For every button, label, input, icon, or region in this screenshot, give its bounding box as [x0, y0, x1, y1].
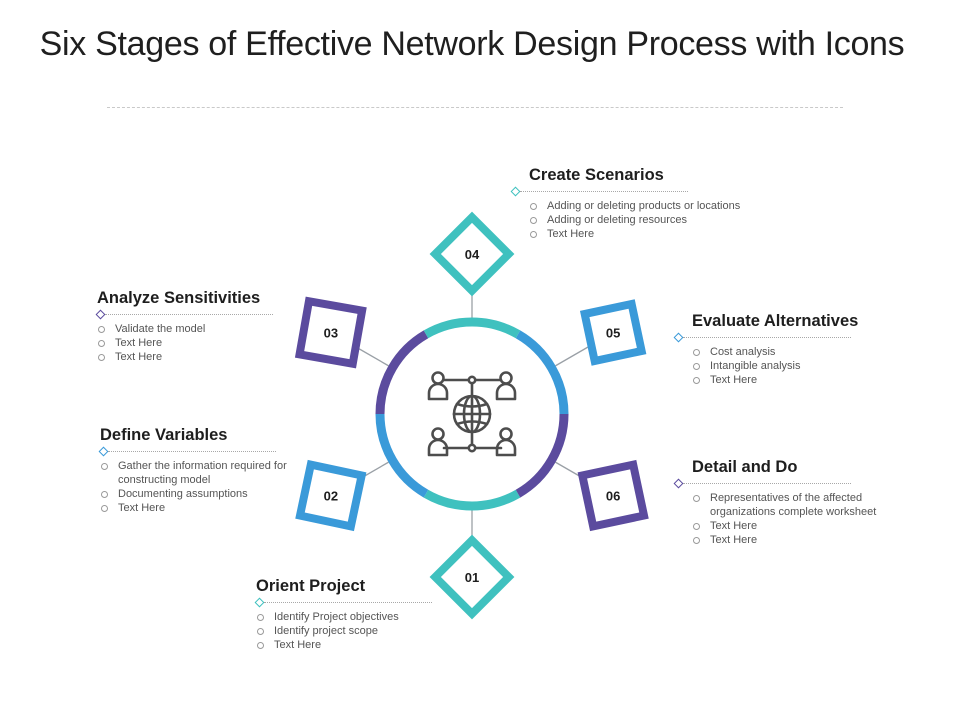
tile-frame	[429, 534, 515, 620]
stage-title: Create Scenarios	[529, 166, 664, 184]
bullet-item: Text Here	[692, 533, 915, 547]
bullet-item: Intangible analysis	[692, 359, 960, 373]
diamond-marker-icon	[254, 597, 265, 608]
stage-number: 06	[606, 489, 620, 504]
bullet-item: Identify project scope	[256, 624, 576, 638]
bullet-item: Adding or deleting resources	[529, 213, 832, 227]
tile-frame	[295, 459, 367, 532]
stage-text-create-scenarios: Create Scenarios Adding or deleting prod…	[510, 165, 832, 241]
stage-underline	[673, 478, 915, 489]
stage-bullets: Cost analysis Intangible analysis Text H…	[675, 345, 960, 387]
stage-tile-04: 04	[429, 211, 515, 297]
connector-05	[555, 343, 593, 367]
stage-text-orient-project: Orient Project Identify Project objectiv…	[254, 576, 576, 652]
tile-frame	[429, 211, 515, 297]
stage-underline	[673, 332, 960, 343]
user-icon	[427, 427, 449, 457]
ring-segment-05	[515, 330, 569, 415]
ring-segment-04	[423, 317, 521, 339]
bullet-item: Adding or deleting products or locations	[529, 199, 832, 213]
stage-number: 05	[606, 326, 620, 341]
stage-number: 03	[324, 326, 338, 341]
stage-bullets: Identify Project objectives Identify pro…	[256, 610, 576, 652]
ring-segment-01	[423, 489, 521, 511]
stage-bullets: Gather the information required for cons…	[100, 459, 300, 515]
tile-frame	[579, 299, 647, 366]
stage-title: Evaluate Alternatives	[692, 312, 859, 330]
bullet-item: Text Here	[529, 227, 832, 241]
bullet-item: Text Here	[256, 638, 576, 652]
diamond-marker-icon	[95, 309, 106, 320]
stage-bullets: Adding or deleting products or locations…	[512, 199, 832, 241]
bullet-item: Text Here	[692, 519, 915, 533]
network-globe-users-icon	[427, 371, 517, 457]
stage-tile-03: 03	[294, 296, 367, 369]
connector-03	[353, 345, 389, 367]
stage-text-detail-and-do: Detail and Do Representatives of the aff…	[673, 457, 915, 547]
bullet-item: Representatives of the affected organiza…	[692, 491, 915, 519]
stage-ring	[375, 317, 569, 511]
stage-text-evaluate-alternatives: Evaluate Alternatives Cost analysis Inta…	[673, 311, 960, 387]
bullet-item: Text Here	[97, 350, 417, 364]
bullet-item: Cost analysis	[692, 345, 960, 359]
stage-number: 01	[465, 570, 479, 585]
bullet-item: Identify Project objectives	[256, 610, 576, 624]
user-icon	[495, 371, 517, 401]
ring-segment-02	[375, 413, 429, 498]
stage-underline	[95, 309, 417, 320]
stage-bullets: Representatives of the affected organiza…	[675, 491, 915, 547]
stage-title: Analyze Sensitivities	[97, 289, 261, 307]
stage-tile-02: 02	[295, 459, 367, 532]
ring-segment-06	[515, 413, 569, 498]
stage-number: 04	[465, 247, 480, 262]
stage-tile-06: 06	[577, 459, 649, 532]
user-icon	[427, 371, 449, 401]
diamond-marker-icon	[673, 332, 684, 343]
stage-bullets: Validate the model Text Here Text Here	[97, 322, 417, 364]
bullet-item: Text Here	[692, 373, 960, 387]
stage-number: 02	[324, 489, 338, 504]
tile-frame	[577, 459, 649, 532]
user-icon	[495, 427, 517, 457]
stage-underline	[254, 597, 576, 608]
tile-frame	[294, 296, 367, 369]
bullet-item: Gather the information required for cons…	[100, 459, 300, 487]
stage-text-analyze-sensitivities: Analyze Sensitivities Validate the model…	[95, 288, 417, 364]
stage-tile-01: 01	[429, 534, 515, 620]
ring-segment-03	[375, 330, 429, 415]
stage-title: Define Variables	[100, 426, 228, 444]
diamond-marker-icon	[510, 186, 521, 197]
stage-text-define-variables: Define Variables Gather the information …	[98, 425, 300, 515]
diamond-marker-icon	[98, 446, 109, 457]
stage-tiles: 01 02 03 04 05 06	[294, 211, 649, 620]
stage-underline	[98, 446, 300, 457]
bullet-item: Validate the model	[97, 322, 417, 336]
stage-underline	[510, 186, 832, 197]
diamond-marker-icon	[673, 478, 684, 489]
stage-title: Detail and Do	[692, 458, 798, 476]
stage-tile-05: 05	[579, 299, 647, 366]
title-divider	[107, 107, 843, 108]
bullet-item: Documenting assumptions	[100, 487, 300, 501]
stage-title: Orient Project	[256, 577, 366, 595]
page-title: Six Stages of Effective Network Design P…	[39, 25, 905, 63]
bullet-item: Text Here	[97, 336, 417, 350]
bullet-item: Text Here	[100, 501, 300, 515]
